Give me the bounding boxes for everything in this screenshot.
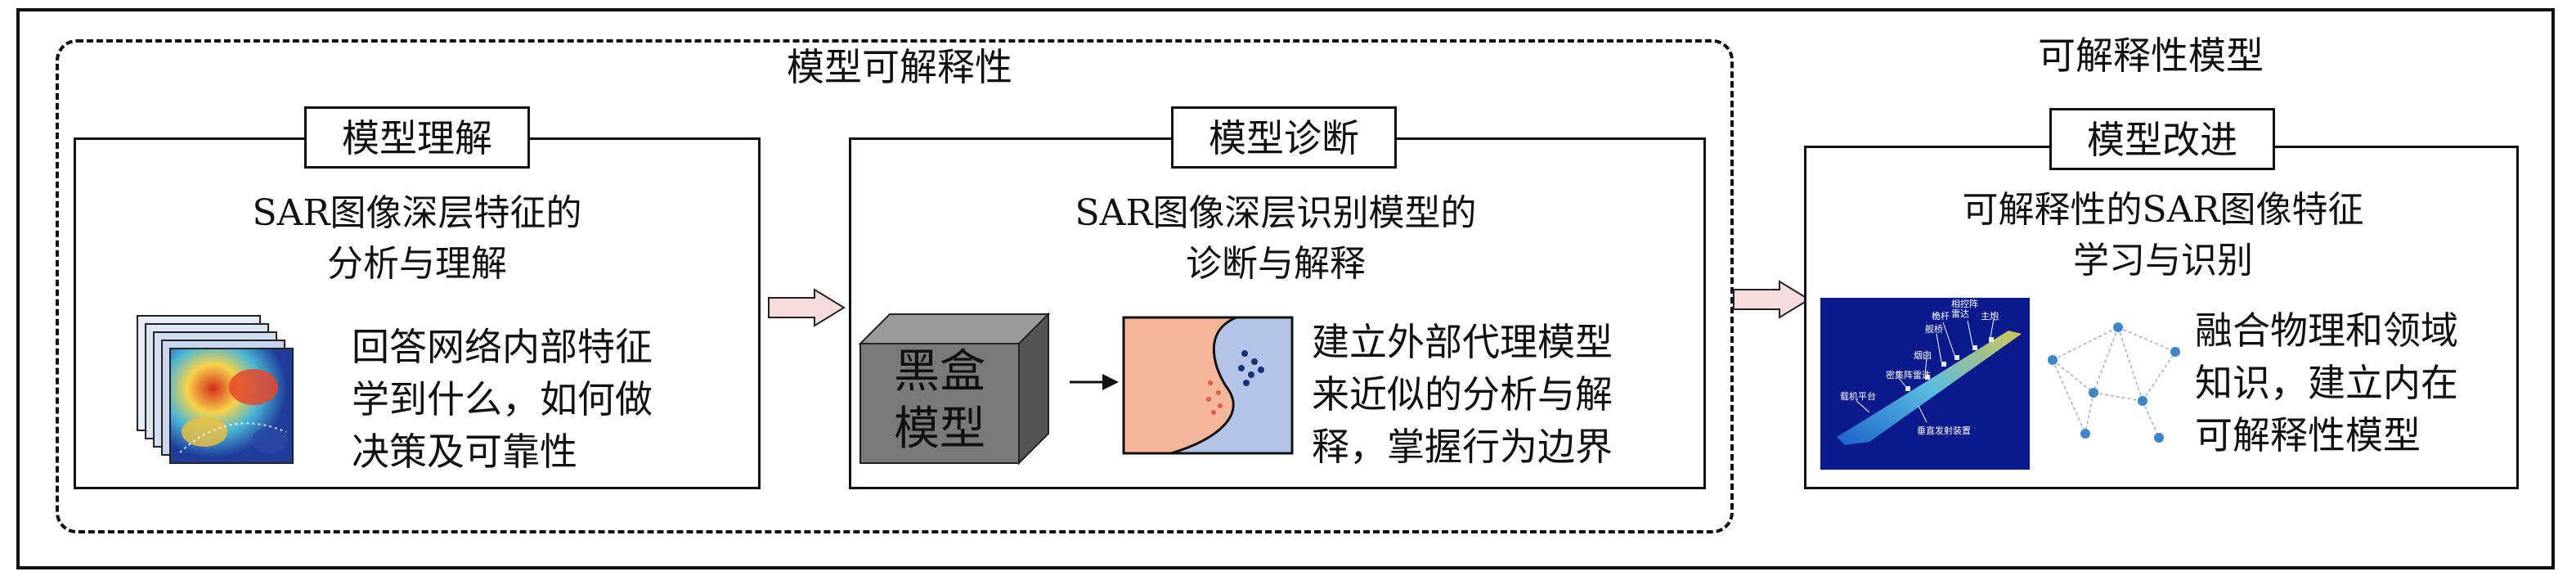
panel2-body: 建立外部代理模型 来近似的分析与解 释，掌握行为边界 (1312, 316, 1704, 473)
black-box-model-cube (858, 312, 1051, 466)
panel1-title-line1: SAR图像深层特征的 (252, 192, 582, 234)
panel2-title: SAR图像深层识别模型的 诊断与解释 (867, 188, 1685, 290)
sar-label-vertical-launcher: 垂直发射装置 (1917, 425, 1971, 436)
panel1-title-line2: 分析与理解 (327, 243, 507, 285)
panel1-body-line2: 学到什么，如何做 (352, 377, 653, 421)
black-box-line1: 黑盒 (894, 345, 985, 398)
panel3-title-line2: 学习与识别 (2073, 240, 2253, 281)
panel2-title-line1: SAR图像深层识别模型的 (1075, 192, 1477, 234)
sar-label-aircraft-platform: 载机平台 (1840, 391, 1876, 402)
tag-model-understanding: 模型理解 (304, 106, 530, 169)
feature-map-stack-illustration (137, 315, 294, 464)
sar-ship-image: 主炮 相控阵雷达 桅杆 舰桥 烟囱 密集阵雷达 载机平台 垂直发射装置 (1820, 298, 2030, 470)
black-box-label: 黑盒 模型 (860, 344, 1019, 458)
black-box-to-boundary-arrow (1070, 374, 1119, 390)
panel2-body-line2: 来近似的分析与解 (1312, 372, 1613, 416)
sar-label-phased-array-radar: 相控阵雷达 (1951, 299, 1978, 319)
panel3-body: 融合物理和领域 知识，建立内在 可解释性模型 (2195, 304, 2514, 461)
tag-model-improvement: 模型改进 (2049, 108, 2275, 170)
interpretability-group (56, 39, 1734, 533)
sar-ship-scatter (1837, 318, 2022, 445)
sar-label-main-gun: 主炮 (1981, 311, 1999, 322)
flow-arrow-2 (1733, 280, 1811, 319)
sar-label-bridge: 舰桥 (1925, 324, 1943, 335)
panel3-title-line1: 可解释性的SAR图像特征 (1962, 189, 2364, 231)
black-box-line2: 模型 (894, 403, 985, 456)
panel1-body-line1: 回答网络内部特征 (352, 325, 653, 369)
sar-label-mast: 桅杆 (1932, 311, 1950, 322)
sar-label-funnel: 烟囱 (1914, 350, 1932, 361)
panel2-title-line2: 诊断与解释 (1186, 243, 1366, 285)
panel3-title: 可解释性的SAR图像特征 学习与识别 (1815, 185, 2511, 286)
panel3-body-line3: 可解释性模型 (2195, 413, 2421, 457)
tag-model-diagnosis: 模型诊断 (1171, 106, 1397, 169)
outer-frame (16, 8, 2555, 569)
panel1-body-line3: 决策及可靠性 (352, 430, 577, 474)
section-title-interpretability: 模型可解释性 (787, 45, 1012, 89)
knowledge-graph-icon (2048, 322, 2180, 443)
decision-boundary-illustration (1122, 316, 1294, 455)
flow-arrow-1 (768, 288, 846, 327)
panel2-body-line3: 释，掌握行为边界 (1312, 425, 1613, 469)
panel3-body-line1: 融合物理和领域 (2195, 308, 2458, 353)
panel2-body-line1: 建立外部代理模型 (1312, 320, 1613, 364)
panel1-title: SAR图像深层特征的 分析与理解 (90, 188, 744, 290)
sar-label-close-in-radar: 密集阵雷达 (1886, 370, 1931, 380)
panel3-body-line2: 知识，建立内在 (2195, 361, 2458, 405)
panel1-body: 回答网络内部特征 学到什么，如何做 决策及可靠性 (352, 321, 744, 478)
section-title-interpretable-model: 可解释性模型 (2038, 34, 2264, 78)
